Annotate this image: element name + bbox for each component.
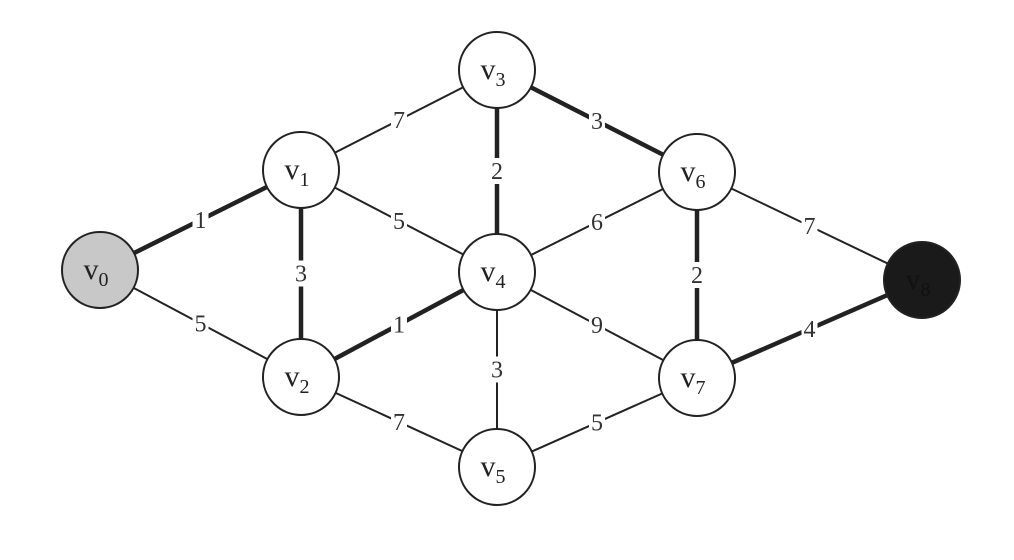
node-label-base: v xyxy=(84,253,99,286)
edge-weight: 1 xyxy=(195,208,207,234)
node-label-base: v xyxy=(906,263,921,296)
node-label: v6 xyxy=(681,155,706,193)
node-v7[interactable]: v7 xyxy=(658,339,736,417)
node-label: v1 xyxy=(285,153,310,191)
node-label-base: v xyxy=(681,155,696,188)
node-v5[interactable]: v5 xyxy=(458,428,536,506)
node-circle xyxy=(262,131,340,209)
node-v0[interactable]: v0 xyxy=(61,231,139,309)
edge-label-bg xyxy=(589,108,605,134)
edge-weight: 6 xyxy=(591,210,603,236)
edge-weight: 7 xyxy=(804,214,816,240)
edge-label-bg xyxy=(589,209,605,235)
node-label-sub: 1 xyxy=(300,169,310,191)
node-v1[interactable]: v1 xyxy=(262,131,340,209)
edge-label-bg xyxy=(192,207,209,233)
edge-weight: 2 xyxy=(691,263,703,289)
edge-label-bg xyxy=(589,312,605,338)
edge-label-bg xyxy=(489,158,505,184)
node-label-sub: 0 xyxy=(99,269,109,291)
edge-weight: 3 xyxy=(491,358,503,384)
edge-v7-v8: 4 xyxy=(696,277,923,381)
edge-label-bg xyxy=(689,262,705,288)
edge-weight: 7 xyxy=(393,410,405,436)
edge-label-bg xyxy=(589,409,605,436)
node-circle xyxy=(458,233,536,311)
node-circle xyxy=(658,133,736,211)
edge-label-bg xyxy=(391,311,407,338)
node-label-base: v xyxy=(481,450,496,483)
node-label-sub: 2 xyxy=(300,376,310,398)
node-label-base: v xyxy=(481,53,496,86)
edge-label-bg xyxy=(801,316,818,342)
edge-label-bg xyxy=(489,356,505,383)
node-label-base: v xyxy=(285,360,300,393)
node-label-sub: 8 xyxy=(921,279,931,301)
node-circle xyxy=(61,231,139,309)
edge-weight: 3 xyxy=(295,262,307,288)
edge-v6-v8: 7 xyxy=(696,171,923,281)
node-label: v4 xyxy=(481,255,506,293)
edge-label-bg xyxy=(293,260,309,287)
node-label: v5 xyxy=(481,450,506,488)
node-v6[interactable]: v6 xyxy=(658,133,736,211)
node-label: v3 xyxy=(481,53,506,91)
edge-weight: 5 xyxy=(393,209,405,235)
edge-weight: 3 xyxy=(591,109,603,135)
node-label: v0 xyxy=(84,253,109,291)
edge-weight: 9 xyxy=(591,313,603,339)
node-circle xyxy=(458,31,536,109)
node-label: v8 xyxy=(906,263,931,301)
node-circle xyxy=(262,338,340,416)
node-label: v2 xyxy=(285,360,310,398)
edge-weight: 4 xyxy=(804,317,816,343)
node-label-sub: 7 xyxy=(696,377,706,399)
node-label-sub: 5 xyxy=(496,466,506,488)
node-label-sub: 3 xyxy=(496,69,506,91)
edge-label-bg xyxy=(192,310,209,337)
edge-label-bg xyxy=(391,208,407,234)
node-v2[interactable]: v2 xyxy=(262,338,340,416)
edge-label-bg xyxy=(391,107,407,133)
edge-weight: 5 xyxy=(591,411,603,437)
edge-weight: 1 xyxy=(393,313,405,339)
node-v8[interactable]: v8 xyxy=(883,241,961,319)
edge-label-bg xyxy=(391,409,407,435)
edge-weight: 5 xyxy=(195,312,207,338)
edge-weight: 7 xyxy=(393,108,405,134)
node-label-base: v xyxy=(681,361,696,394)
node-label: v7 xyxy=(681,361,706,399)
node-v4[interactable]: v4 xyxy=(458,233,536,311)
edge-label-bg xyxy=(801,213,818,239)
node-circle xyxy=(458,428,536,506)
edge-weight: 2 xyxy=(491,159,503,185)
node-label-sub: 6 xyxy=(696,171,706,193)
node-label-base: v xyxy=(285,153,300,186)
node-circle xyxy=(658,339,736,417)
node-label-sub: 4 xyxy=(496,271,506,293)
node-label-base: v xyxy=(481,255,496,288)
node-v3[interactable]: v3 xyxy=(458,31,536,109)
node-circle xyxy=(883,241,961,319)
